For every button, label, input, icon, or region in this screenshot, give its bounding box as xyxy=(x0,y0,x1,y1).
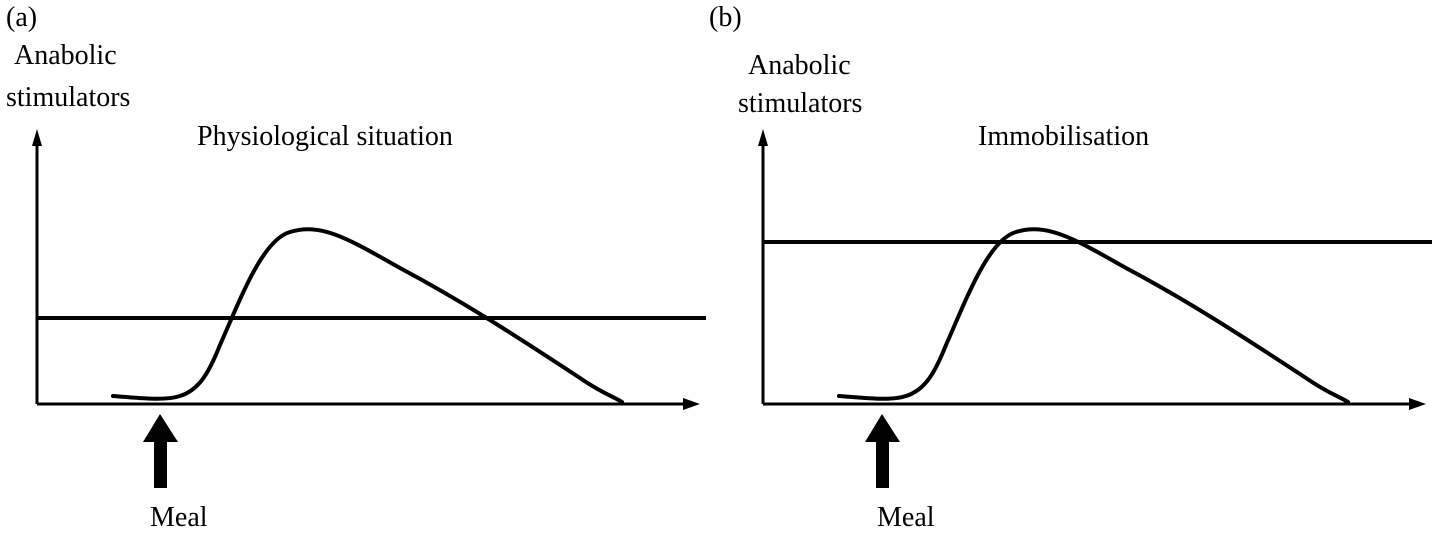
panel-title: Immobilisation xyxy=(978,121,1150,152)
x-axis-arrowhead xyxy=(1409,398,1426,410)
x-axis-arrowhead xyxy=(683,398,700,410)
response-curve xyxy=(111,227,624,404)
panel-label: (a) xyxy=(6,2,38,33)
panel-b: (b) Anabolic stimulators Immobilisation … xyxy=(709,0,1432,533)
y-axis-arrowhead xyxy=(758,129,768,146)
meal-label: Meal xyxy=(877,502,935,533)
response-curve xyxy=(837,227,1350,404)
y-axis-label-line1: Anabolic xyxy=(748,50,851,81)
y-axis-label-line1: Anabolic xyxy=(14,40,117,71)
y-axis-label-line2: stimulators xyxy=(6,82,131,113)
panel-title: Physiological situation xyxy=(197,121,453,152)
panel-label: (b) xyxy=(709,2,742,33)
up-arrow-icon xyxy=(865,414,900,488)
panel-a-diagram xyxy=(32,129,706,488)
meal-label: Meal xyxy=(150,502,208,533)
up-arrow-icon xyxy=(143,414,178,488)
y-axis-label-line2: stimulators xyxy=(738,88,863,119)
panel-a: (a) Anabolic stimulators Physiological s… xyxy=(0,0,716,533)
y-axis-arrowhead xyxy=(32,129,42,146)
panel-b-diagram xyxy=(758,129,1432,488)
